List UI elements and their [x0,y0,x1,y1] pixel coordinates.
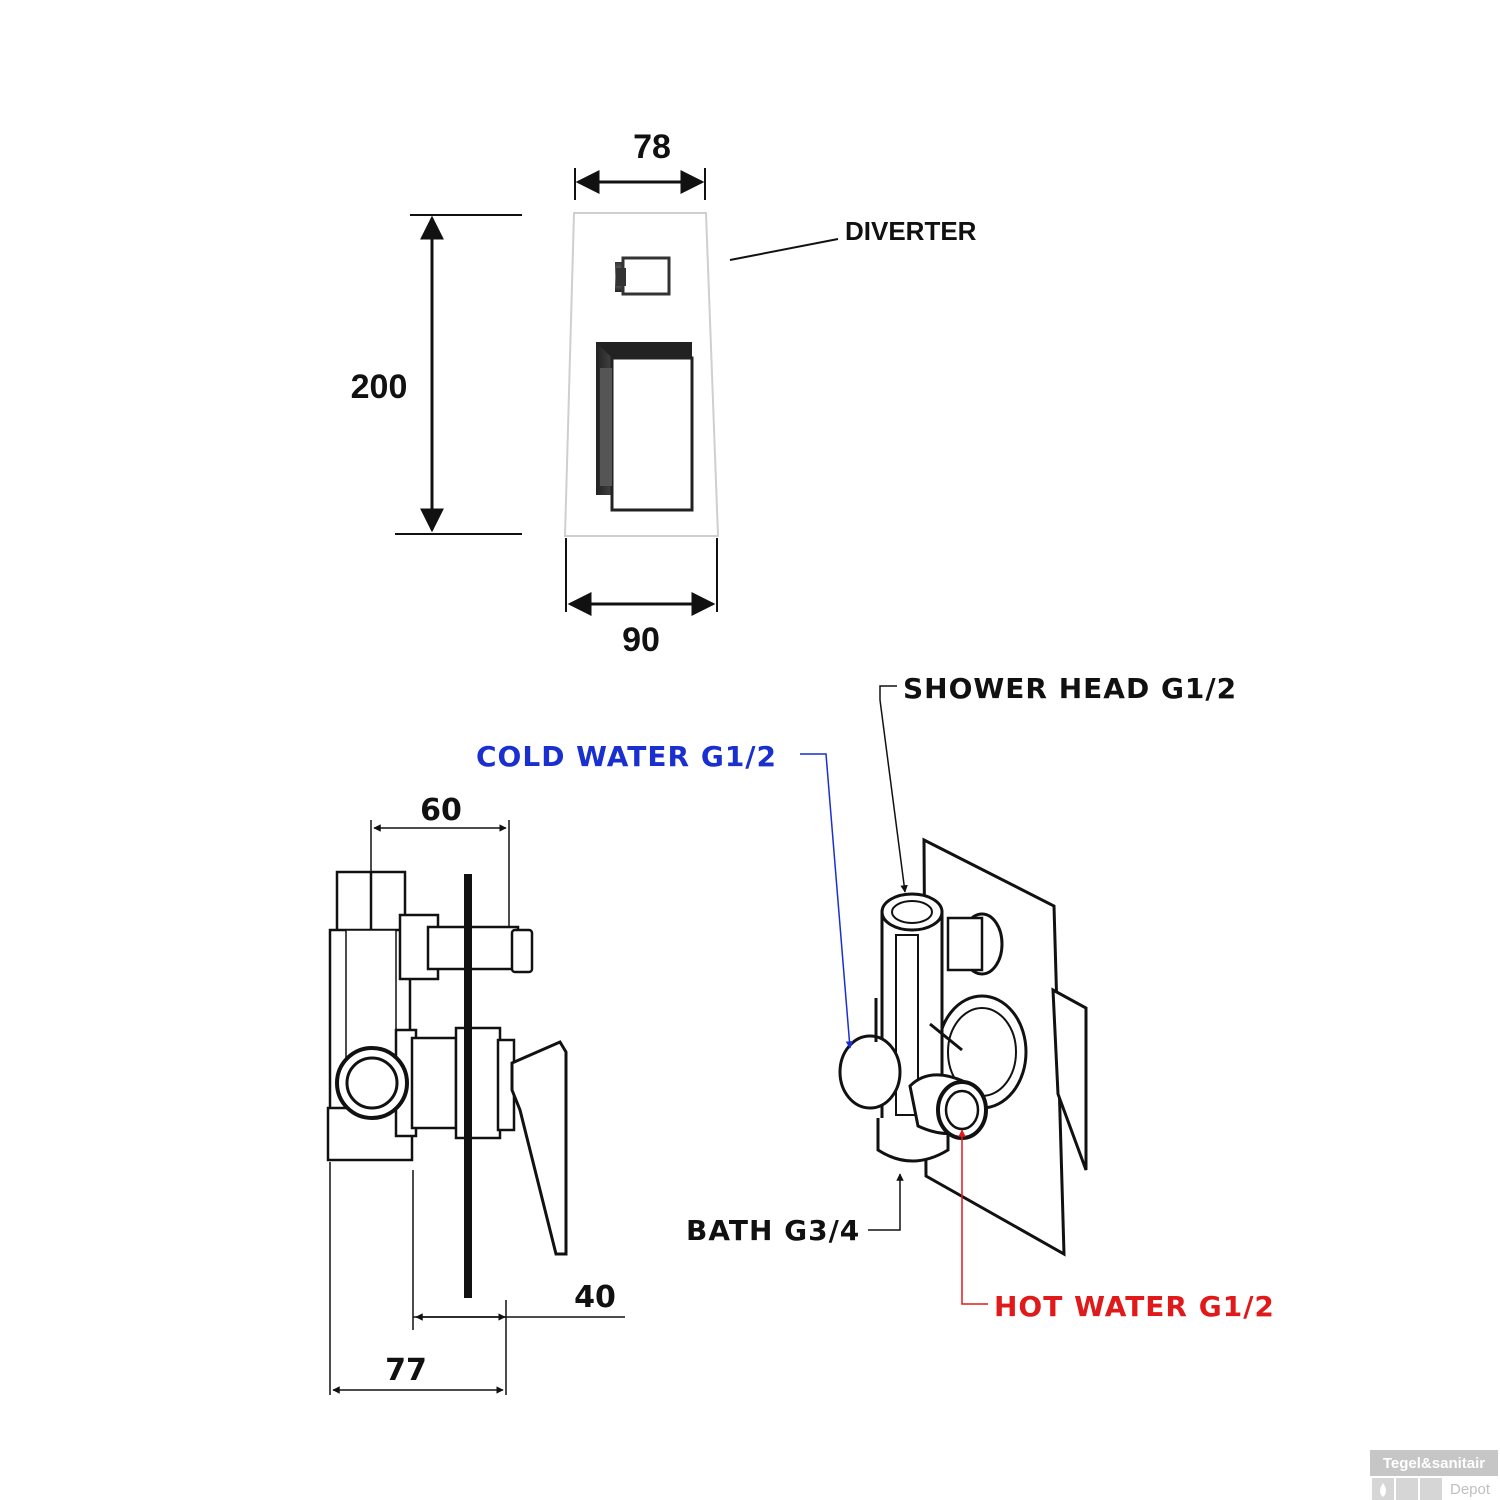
inlet-ring [335,1046,409,1120]
watermark-line2: Depot [1450,1481,1491,1498]
diverter-leader [729,238,839,261]
iso-hot-inlet [908,1073,988,1140]
watermark: Tegel&sanitair Depot [1370,1450,1498,1500]
iso-lever [1051,987,1088,1171]
watermark-line1: Tegel&sanitair [1383,1455,1485,1472]
dim-label-77: 77 [385,1353,427,1388]
hot-water-label: HOT WATER G1/2 [994,1290,1275,1323]
diverter-label: DIVERTER [845,216,977,246]
iso-cold-inlet [838,1034,902,1110]
isometric-view: SHOWER HEAD G1/2 COLD WATER G1/2 BATH G3… [476,672,1275,1323]
dim-label-200: 200 [351,368,408,406]
cold-water-leader [800,753,854,1049]
hot-water-leader [958,1129,988,1305]
shower-head-leader [879,685,908,893]
side-view: 60 40 [326,793,625,1395]
dim-label-78: 78 [633,128,671,166]
plate-edge [464,874,472,1298]
shower-head-label: SHOWER HEAD G1/2 [903,672,1237,705]
dim-label-40: 40 [574,1280,616,1315]
front-view: 78 200 90 DIVERTER [351,128,977,659]
side-lever [510,1040,568,1256]
dim-label-60: 60 [420,793,462,828]
bath-leader [868,1173,904,1231]
dim-label-90: 90 [622,621,660,659]
lever-handle [596,342,694,512]
bath-label: BATH G3/4 [686,1214,860,1247]
diverter-knob [615,256,671,296]
cold-water-label: COLD WATER G1/2 [476,740,777,773]
